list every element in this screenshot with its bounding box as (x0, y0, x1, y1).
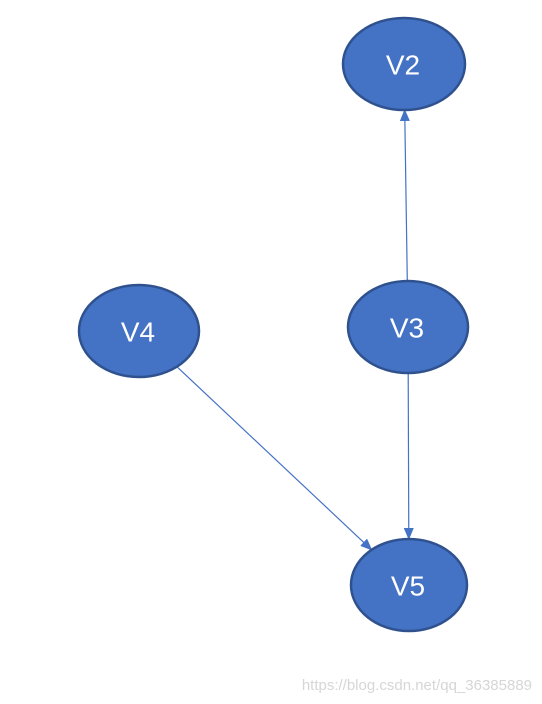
node-v2[interactable]: V2 (341, 16, 467, 112)
edge-v3-to-v5 (403, 372, 414, 540)
node-v5-shape (349, 537, 469, 633)
edges-layer (176, 109, 414, 551)
node-v4-shape (77, 283, 201, 379)
node-v5[interactable]: V5 (349, 537, 469, 633)
node-v2-label: V2 (386, 50, 420, 81)
node-v3[interactable]: V3 (346, 279, 470, 375)
node-v4[interactable]: V4 (77, 283, 201, 379)
node-v4-label: V4 (121, 317, 155, 348)
node-v2-shape (341, 16, 467, 112)
edge-v3-to-v2 (399, 109, 410, 282)
watermark-text: https://blog.csdn.net/qq_36385889 (301, 677, 532, 694)
node-v3-label: V3 (390, 313, 424, 344)
edge-v4-to-v5 (176, 366, 373, 551)
node-v3-shape (346, 279, 470, 375)
nodes-layer: V2 V3 V4 V5 (77, 16, 470, 633)
node-v5-label: V5 (391, 571, 425, 602)
